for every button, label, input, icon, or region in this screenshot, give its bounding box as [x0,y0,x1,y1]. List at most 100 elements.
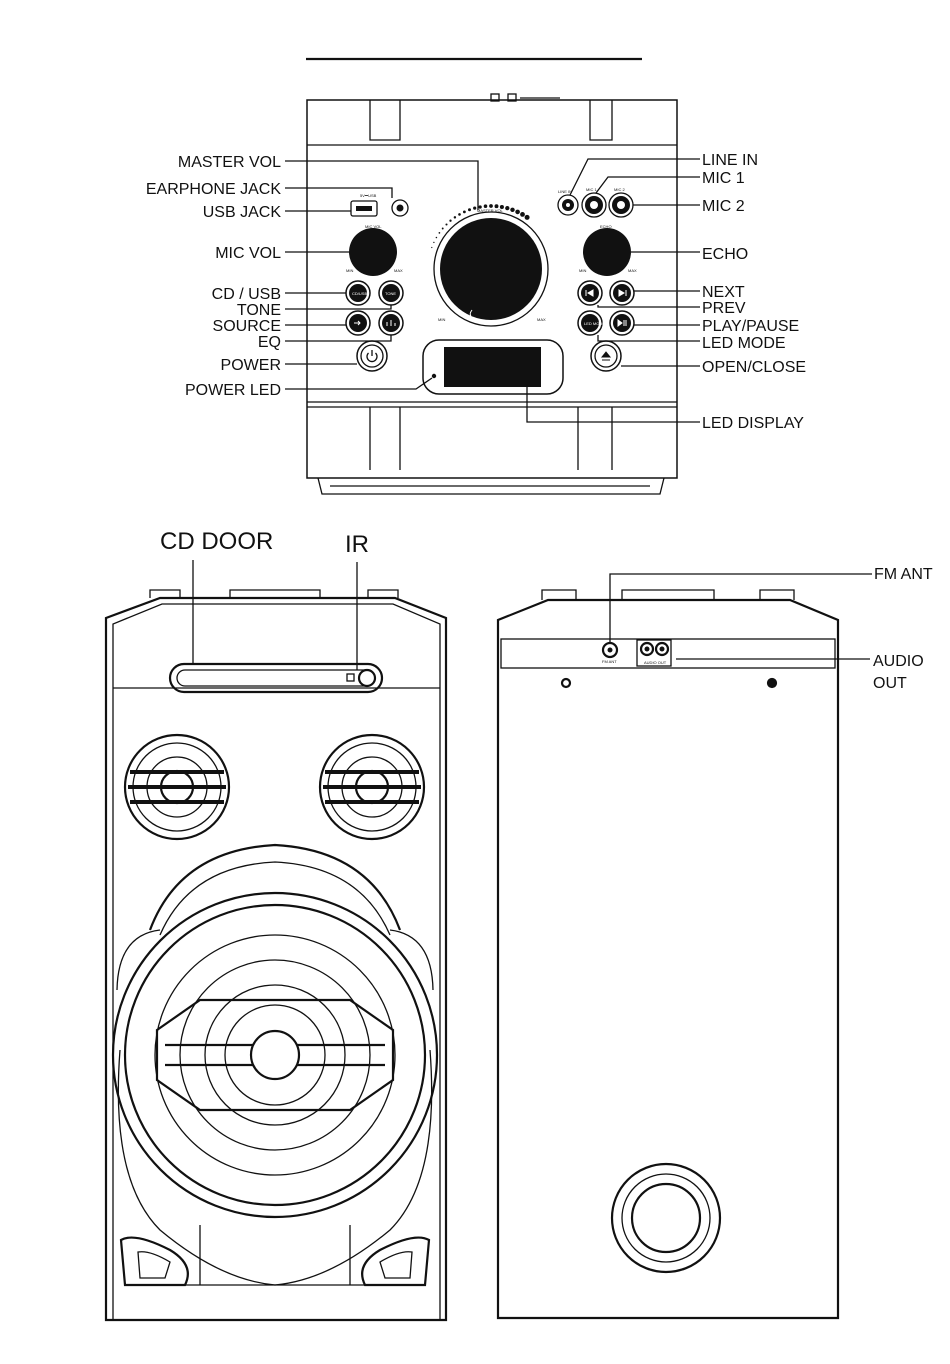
led-display [444,347,541,387]
cd-door-slot[interactable] [168,662,384,694]
woofer [111,891,439,1219]
volume-dot [478,205,482,209]
label-mic2: MIC 2 [702,198,745,215]
volume-dot [524,214,530,220]
volume-level-dots [431,204,530,249]
label-mic1: MIC 1 [702,170,745,187]
label-tone: TONE [237,302,281,319]
volume-dot [438,232,441,234]
power-icon [366,350,378,363]
label-prev: PREV [702,300,746,317]
label-line-in: LINE IN [702,152,758,169]
mic-vol-panel-text: MIC VOL [365,224,382,229]
front-view-diagram: CD DOOR IR [104,528,448,1322]
usb-port[interactable] [350,200,378,217]
audio-out-panel-text: AUDIO OUT [644,660,667,665]
prev-icon [585,289,594,297]
rear-cabinet [496,598,840,1320]
volume-dot [473,206,477,210]
eq-button[interactable] [378,310,404,336]
cd-usb-button[interactable]: CD/USB [345,280,371,306]
label-master-vol: MASTER VOL [178,154,281,171]
label-cd-usb: CD / USB [212,286,281,303]
bass-port [610,1162,722,1274]
prev-button[interactable] [577,280,603,306]
label-next: NEXT [702,284,745,301]
tone-button[interactable]: TONE [378,280,404,306]
master-vol-ring [433,211,549,327]
label-audio-out-1: AUDIO [873,653,924,670]
label-source: SOURCE [213,318,281,335]
label-power: POWER [221,357,281,374]
volume-dot [468,208,471,212]
volume-dot [453,216,457,219]
source-icon [354,320,361,326]
play-pause-button[interactable] [609,310,635,336]
power-button[interactable] [356,340,388,372]
volume-dot [462,210,466,214]
fm-ant-panel-text: FM ANT [602,659,617,664]
volume-dot [458,213,461,216]
mic2-panel-text: MIC 2 [614,187,625,192]
play-pause-icon [617,319,627,327]
eq-icon [386,320,396,326]
mic1-jack[interactable] [581,192,607,218]
volume-dot [505,205,510,211]
mic-vol-max: MAX [394,268,403,273]
fm-ant-jack[interactable] [601,641,619,659]
tweeter-right [318,733,426,841]
led-mode-button[interactable]: LED MODE [577,310,605,336]
echo-max: MAX [628,268,637,273]
label-power-led: POWER LED [185,382,281,399]
echo-min: MIN [579,268,586,273]
tweeter-left [123,733,231,841]
rear-view-diagram: FM ANT AUDIO OUT FM ANT AUDIO OUT [496,566,933,1320]
mic1-panel-text: MIC 1 [586,187,597,192]
led-btn-text: LED MODE [584,321,605,326]
label-audio-out-2: OUT [873,675,907,692]
volume-dot [483,204,488,208]
label-led-display: LED DISPLAY [702,415,804,432]
label-play-pause: PLAY/PAUSE [702,318,799,335]
earphone-jack[interactable] [391,199,409,217]
label-echo: ECHO [702,246,748,263]
master-vol-max: MAX [537,317,546,322]
next-icon [618,289,627,297]
master-vol-panel-text: MASTER VOL [477,208,504,213]
power-led [431,373,437,379]
label-cd-door: CD DOOR [160,528,273,555]
label-usb-jack: USB JACK [203,204,282,221]
usb-panel-text: 5V⎓USB [360,193,377,198]
label-led-mode: LED MODE [702,335,786,352]
audio-out-jack-right[interactable] [654,641,670,657]
volume-dot [489,204,493,208]
volume-dot [441,227,444,230]
volume-dot [449,219,452,222]
cd-usb-btn-text: CD/USB [352,291,367,296]
next-button[interactable] [609,280,635,306]
line-in-panel-text: LINE IN [558,189,572,194]
volume-dot [499,204,504,210]
volume-dot [435,236,438,239]
label-eq: EQ [258,334,281,351]
leader-lines-right [526,158,700,423]
master-vol-knob[interactable] [440,218,542,320]
mic-vol-knob[interactable] [349,228,397,276]
mic-vol-min: MIN [346,268,353,273]
volume-dot [510,207,515,213]
label-open-close: OPEN/CLOSE [702,359,806,376]
volume-dot [520,212,525,217]
echo-panel-text: ECHO [600,224,612,229]
eject-icon [600,351,612,361]
leader-lines-left [285,160,479,390]
source-button[interactable] [345,310,371,336]
label-fm-ant: FM ANT [874,566,933,583]
echo-knob[interactable] [583,228,631,276]
open-close-button[interactable] [590,340,622,372]
label-mic-vol: MIC VOL [215,245,281,262]
ir-sensor [346,673,355,682]
front-panel-diagram: 5V⎓USB MIC VOL MIN MAX MASTER VOL MIN MA… [146,57,806,495]
audio-out-jack-left[interactable] [639,641,655,657]
line-in-jack[interactable] [557,194,579,216]
